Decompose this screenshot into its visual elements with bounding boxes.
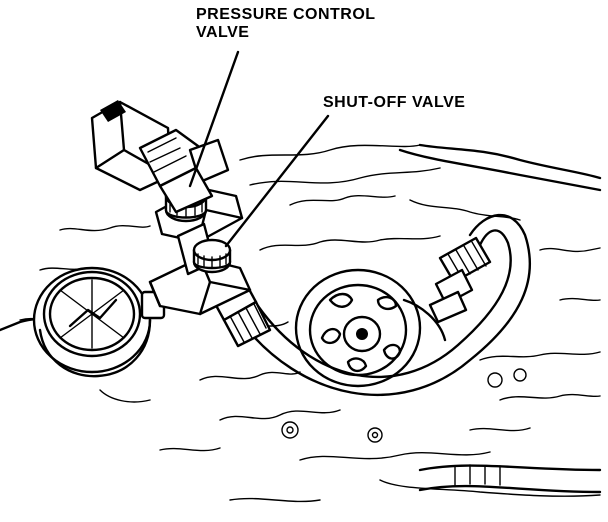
pressure-gauge [32, 266, 166, 378]
pressure-control-valve-line-2: VALVE [196, 24, 250, 41]
pressure-control-valve-callout: PRESSURE CONTROL VALVE [196, 6, 376, 42]
gauge-hose [238, 213, 532, 397]
leader-lines [188, 50, 330, 248]
shut-off-valve-knob [192, 238, 232, 274]
pressure-control-valve-line-1: PRESSURE CONTROL [196, 6, 376, 23]
upper-connector-housing [90, 100, 230, 214]
engine-background-contours [0, 143, 602, 503]
shut-off-valve-callout: SHUT-OFF VALVE [323, 94, 466, 111]
pulley [294, 268, 447, 388]
leader-pressure-control-valve [188, 50, 240, 188]
lower-hose [418, 464, 602, 494]
leader-shut-off-valve [224, 114, 330, 248]
